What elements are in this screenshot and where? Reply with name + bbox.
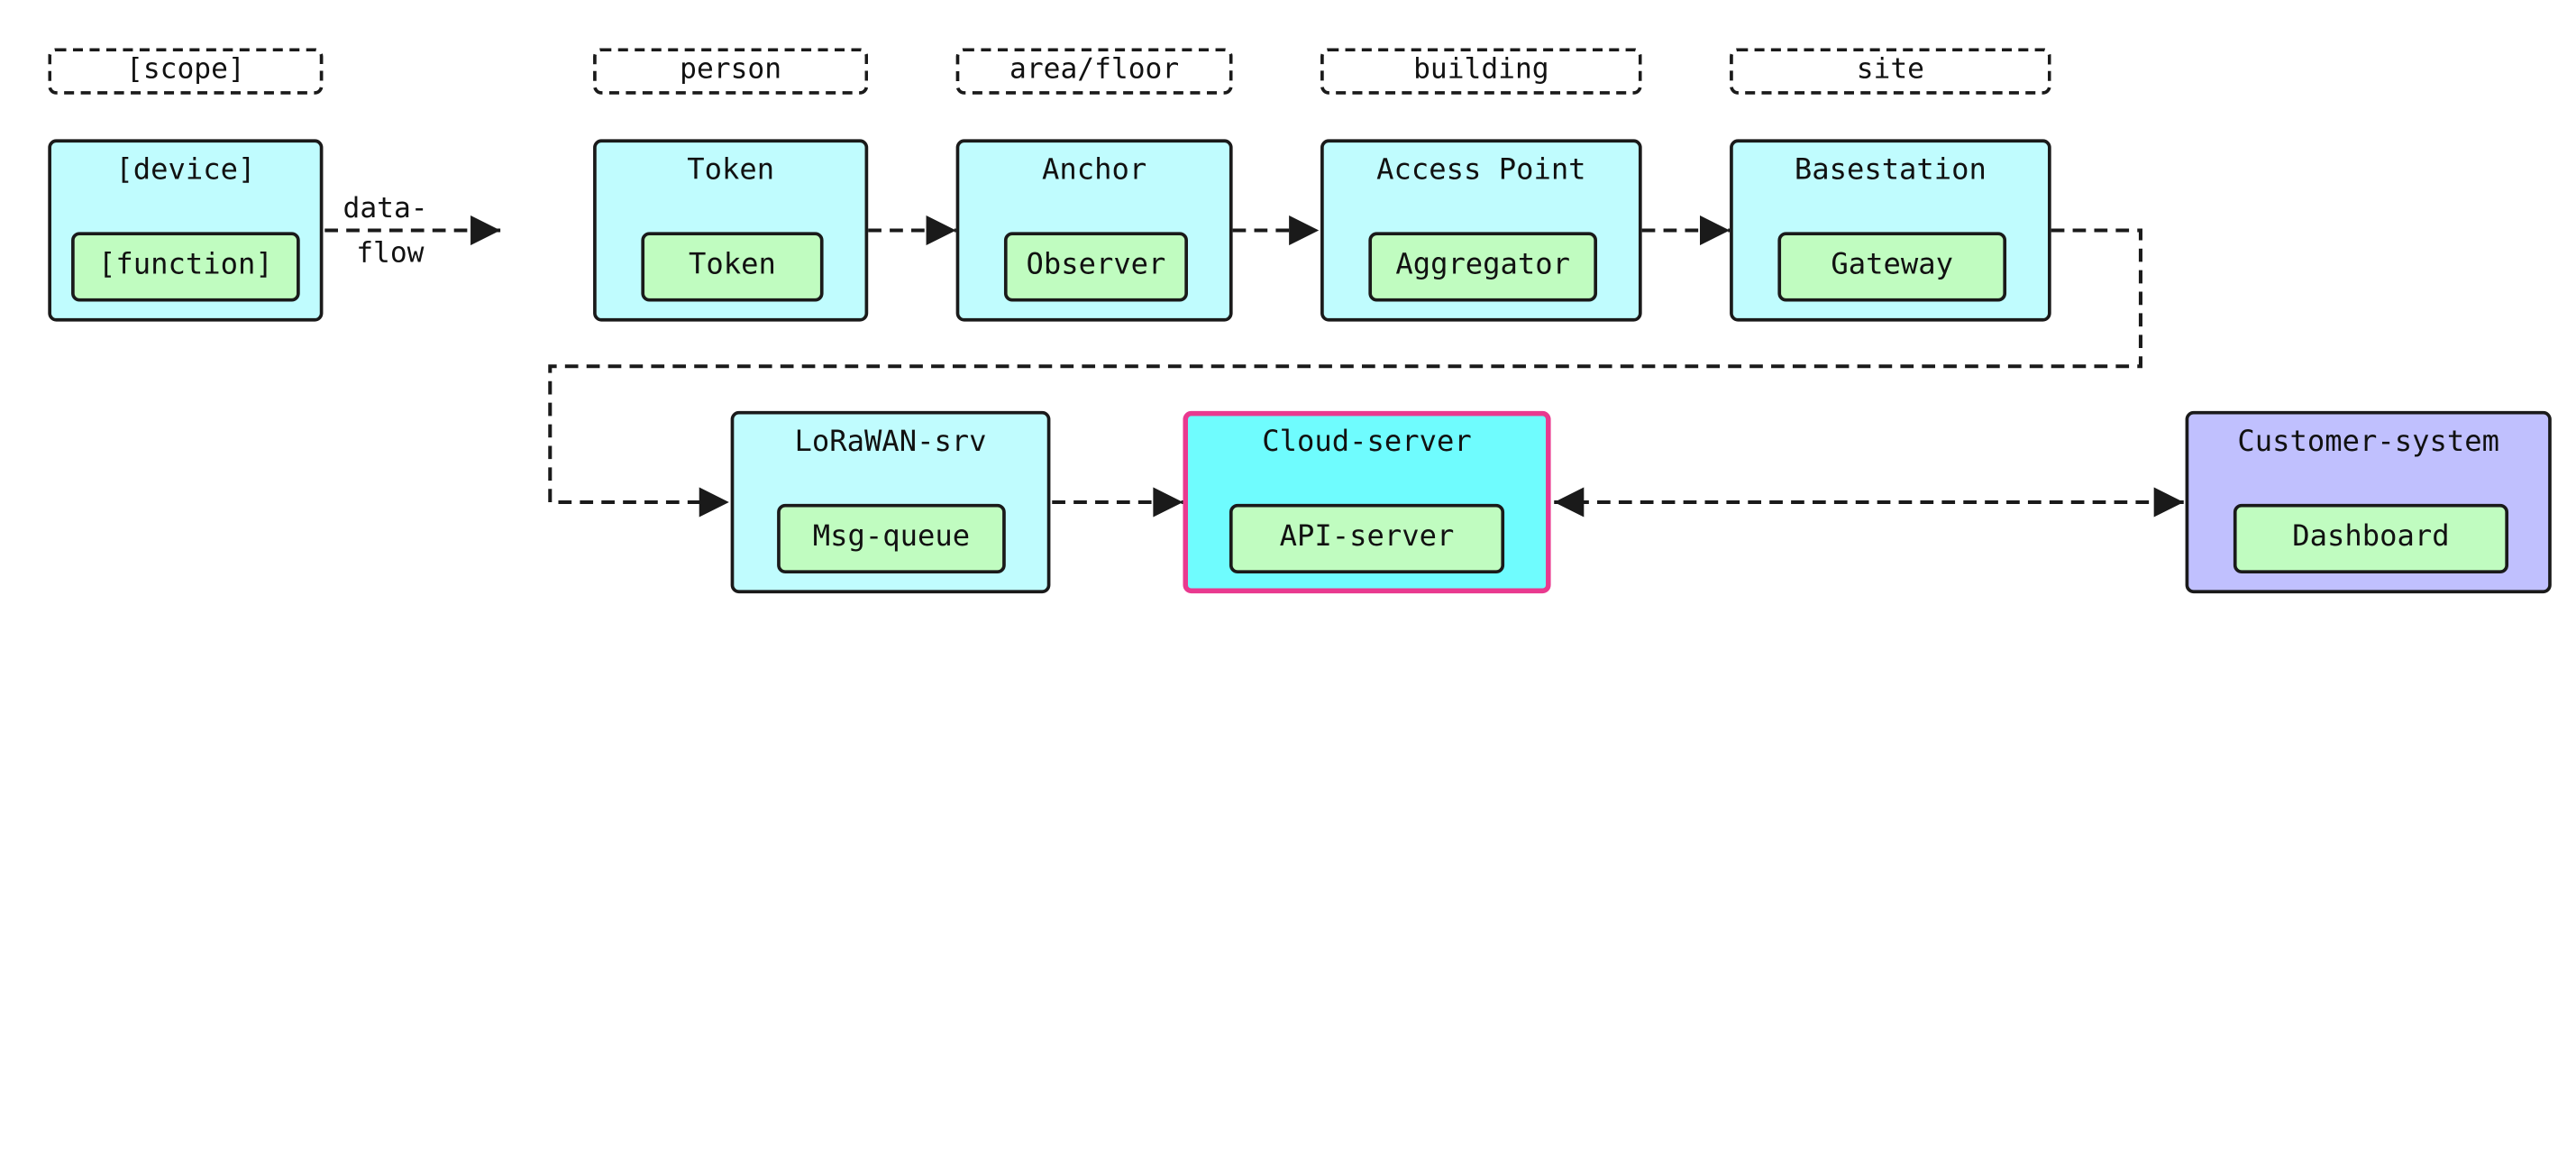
device-basestation-title: Basestation [1794, 153, 1987, 188]
scope-person-label: person [680, 52, 782, 87]
dataflow-edges [324, 215, 2184, 518]
function-token: Token [641, 232, 824, 302]
function-msg-queue-label: Msg-queue [812, 520, 971, 554]
device-token-title: Token [687, 153, 775, 188]
function-api-server-label: API-server [1279, 520, 1455, 554]
edge-basestation-lorawan [548, 228, 2142, 518]
device-access-point: Access Point Aggregator [1320, 139, 1642, 322]
legend-flow-label-line2: flow [356, 236, 425, 270]
legend-flow-label-line1: data- [343, 192, 428, 225]
device-lorawan-srv-title: LoRaWAN-srv [794, 426, 987, 460]
device-cloud-server: Cloud-server API-server [1183, 410, 1551, 594]
legend-scope-box: [scope] [48, 48, 324, 95]
scope-building-label: building [1413, 52, 1549, 87]
device-cloud-server-title: Cloud-server [1262, 426, 1472, 460]
legend-device-label: [device] [115, 153, 256, 188]
function-gateway: Gateway [1777, 232, 2007, 302]
device-basestation: Basestation Gateway [1730, 139, 2051, 322]
device-customer-system: Customer-system Dashboard [2185, 410, 2552, 594]
device-token: Token Token [593, 139, 869, 322]
scope-area-floor: area/floor [955, 48, 1233, 95]
device-anchor-title: Anchor [1042, 153, 1147, 188]
legend-function-box: [function] [71, 232, 300, 302]
scope-building: building [1320, 48, 1642, 95]
device-lorawan-srv: LoRaWAN-srv Msg-queue [730, 410, 1051, 594]
function-dashboard-label: Dashboard [2292, 520, 2450, 554]
device-anchor: Anchor Observer [955, 139, 1233, 322]
function-api-server: API-server [1229, 503, 1505, 574]
scope-area-floor-label: area/floor [1009, 52, 1180, 87]
scope-site: site [1730, 48, 2051, 95]
device-access-point-title: Access Point [1376, 153, 1586, 188]
device-customer-system-title: Customer-system [2237, 426, 2499, 460]
function-msg-queue: Msg-queue [777, 503, 1006, 574]
legend-function-label: [function] [98, 248, 273, 282]
function-observer-label: Observer [1026, 248, 1166, 282]
function-gateway-label: Gateway [1831, 248, 1954, 282]
scope-site-label: site [1856, 52, 1925, 87]
function-aggregator-label: Aggregator [1395, 248, 1571, 282]
function-dashboard: Dashboard [2233, 503, 2509, 574]
function-token-label: Token [689, 248, 776, 282]
scope-person: person [593, 48, 869, 95]
legend-device-box: [device] [function] [48, 139, 324, 322]
function-observer: Observer [1003, 232, 1188, 302]
function-aggregator: Aggregator [1368, 232, 1598, 302]
legend-scope-label: [scope] [126, 52, 245, 87]
